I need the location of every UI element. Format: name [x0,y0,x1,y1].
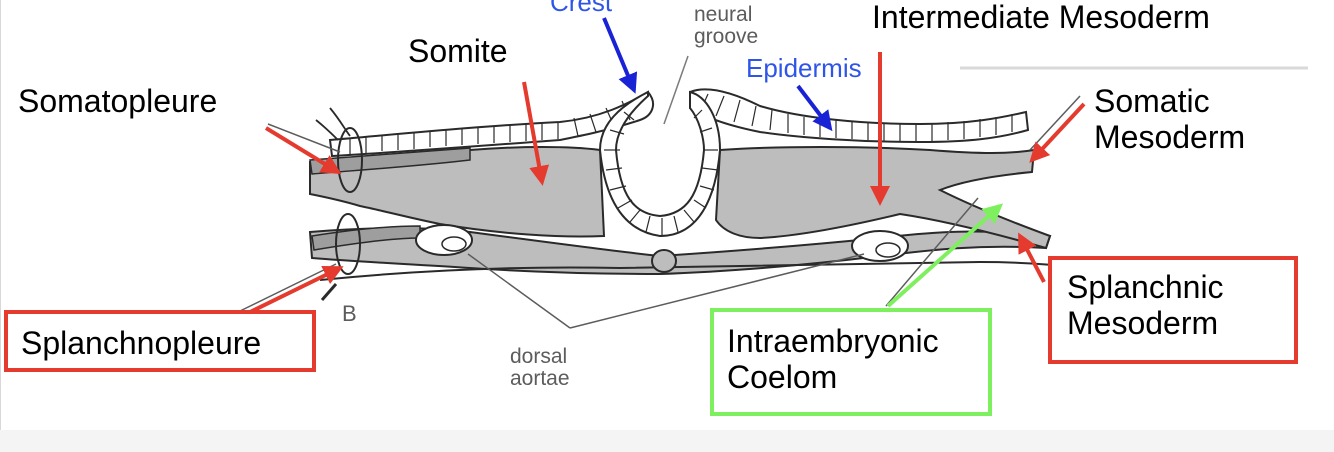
leader-aorta-left [467,253,571,329]
label-somatopleure: Somatopleure [18,83,218,119]
bottom-strip [0,430,1334,452]
label-splanchnopleure: Splanchnopleure [21,325,262,361]
arrow-somatopleure [264,126,342,175]
arrow-epidermis [796,84,833,132]
intraembryonic-coelom-box: Intraembryonic Coelom [710,308,992,416]
neural-plate-hatching [604,109,719,236]
splanchnopleure-loop [335,213,361,275]
leader-splanchnopleure-grey [237,263,337,313]
arrow-intraembryonic-coelom [886,203,1003,308]
label-intraembryonic-coelom: Intraembryonic Coelom [727,323,939,395]
arrow-somatic-mesoderm [1029,102,1086,163]
label-neural-groove: neural groove [694,3,759,49]
epidermis-right [689,88,1030,144]
label-crest: Crest [550,0,613,17]
splanchnic-mesoderm-box: Splanchnic Mesoderm [1048,256,1298,364]
leader-coelom [885,197,979,307]
ventral-line [319,260,1091,281]
dorsal-aorta-left-inner [441,236,467,252]
label-intermediate-mesoderm: Intermediate Mesoderm [872,0,1210,35]
dorsal-aorta-right-inner [875,242,901,258]
arrow-splanchnic-mesoderm [1018,232,1046,283]
splanchnopleure-box: Splanchnopleure [4,310,316,372]
label-somite: Somite [408,33,508,69]
epidermis-left [328,90,655,158]
arrow-somite [522,81,550,186]
notochord [651,249,677,273]
label-epidermis: Epidermis [746,53,862,83]
leader-somatic-grey [1029,95,1081,151]
arrow-crest [602,17,638,94]
leader-somatopleure-grey [267,123,341,153]
ectoderm-folds-left [315,107,351,141]
left-edge-border [0,0,1,430]
label-splanchnic-mesoderm: Splanchnic Mesoderm [1067,269,1224,341]
label-figure-letter: B [342,301,357,326]
label-dorsal-aortae: dorsal aortae [510,345,570,391]
arrow-splanchnopleure [241,266,344,318]
leader-neural-groove [663,55,689,125]
neural-plate [598,90,722,238]
tick-mark-b [320,283,338,301]
label-somatic-mesoderm: Somatic Mesoderm [1094,83,1246,155]
leader-aorta-right [569,253,865,329]
